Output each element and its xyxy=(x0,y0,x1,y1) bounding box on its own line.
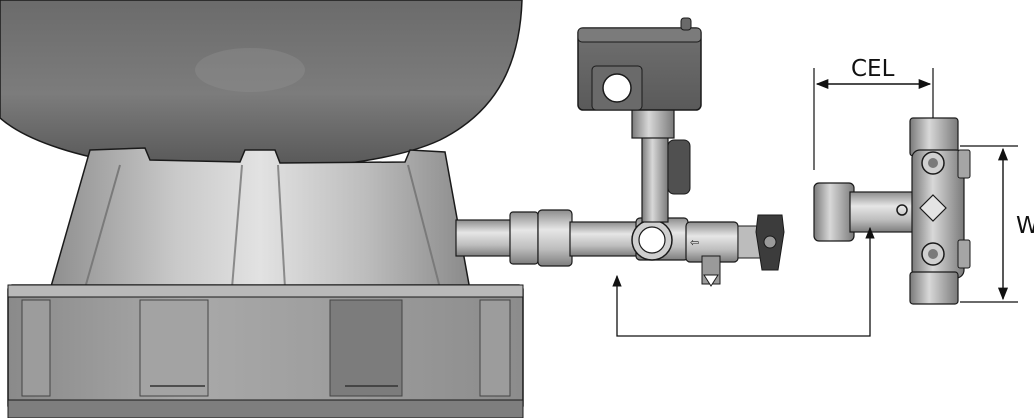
drain-valve-icon: ⇦ xyxy=(685,214,785,287)
w-label: W xyxy=(1016,213,1034,239)
connection-arrow xyxy=(612,226,875,337)
pressure-switch-icon xyxy=(577,17,702,223)
pressure-tank xyxy=(0,0,523,172)
dimension-cel xyxy=(813,68,934,170)
tank-tee-icon xyxy=(813,117,971,305)
tank-base xyxy=(7,284,524,418)
svg-text:⇦: ⇦ xyxy=(690,236,699,249)
cel-label: CEL xyxy=(851,56,895,82)
tank-stand xyxy=(49,147,471,291)
dimension-w xyxy=(960,145,1018,303)
